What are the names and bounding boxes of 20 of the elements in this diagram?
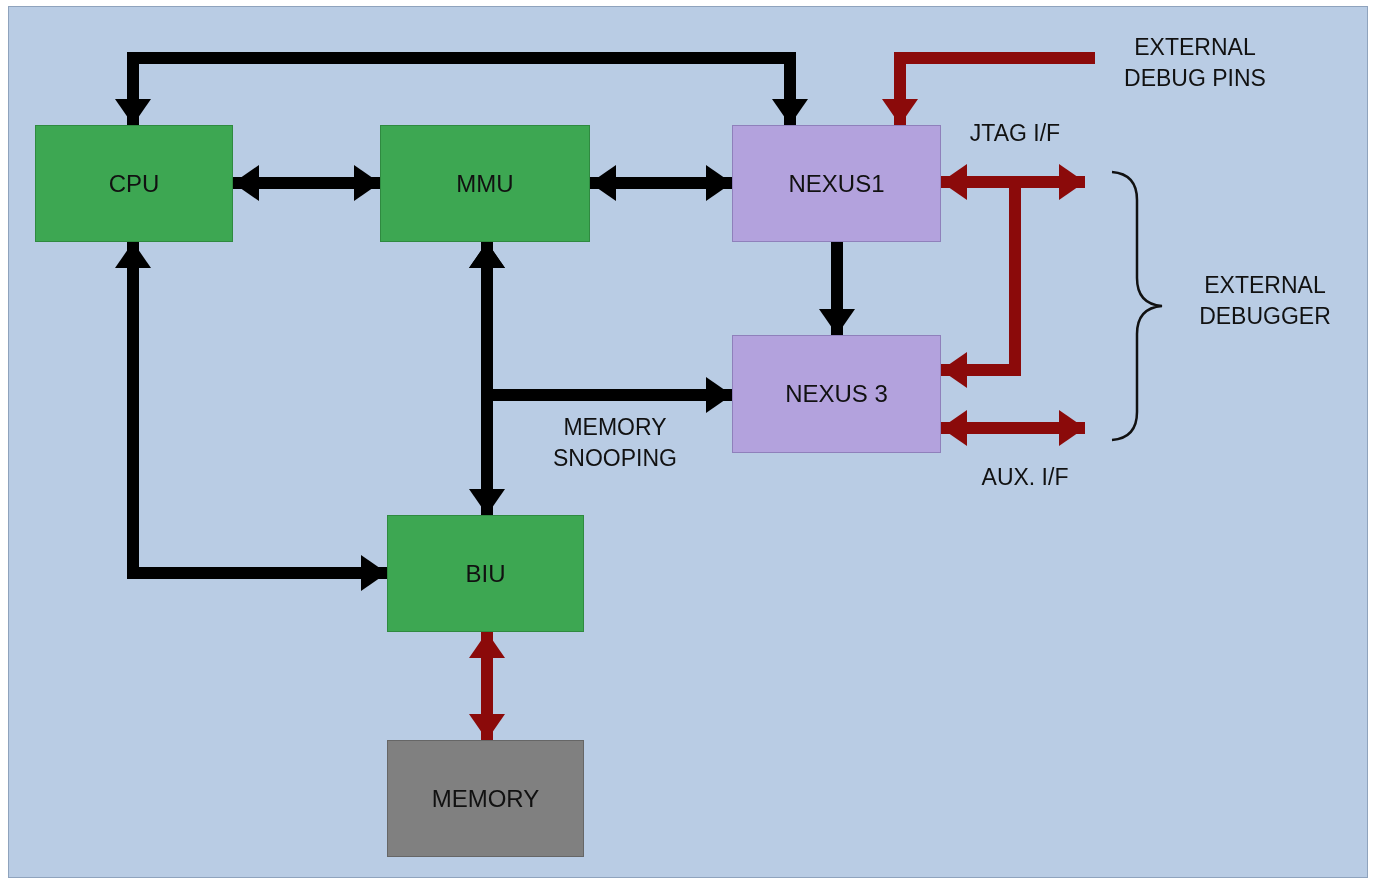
annotation-text: EXTERNAL DEBUGGER bbox=[1198, 271, 1332, 332]
edge-label: MEMORY SNOOPING bbox=[552, 413, 678, 474]
functional-block: BIU bbox=[387, 515, 584, 632]
callout-text: EXTERNAL DEBUG PINS bbox=[1095, 28, 1295, 98]
edge-label: AUX. I/F bbox=[980, 463, 1070, 492]
arrow bbox=[819, 242, 855, 335]
arrow bbox=[941, 410, 1085, 446]
arrow bbox=[233, 165, 380, 201]
arrow bbox=[590, 165, 732, 201]
edge-label: JTAG I/F bbox=[968, 119, 1062, 148]
arrow bbox=[115, 52, 808, 125]
arrow bbox=[469, 632, 505, 740]
debug-block: NEXUS1 bbox=[732, 125, 941, 242]
arrow bbox=[941, 164, 1085, 200]
functional-block: MMU bbox=[380, 125, 590, 242]
debug-block: NEXUS 3 bbox=[732, 335, 941, 453]
arrow bbox=[115, 242, 387, 591]
memory-block: MEMORY bbox=[387, 740, 584, 857]
arrow bbox=[882, 52, 1095, 125]
functional-block: CPU bbox=[35, 125, 233, 242]
